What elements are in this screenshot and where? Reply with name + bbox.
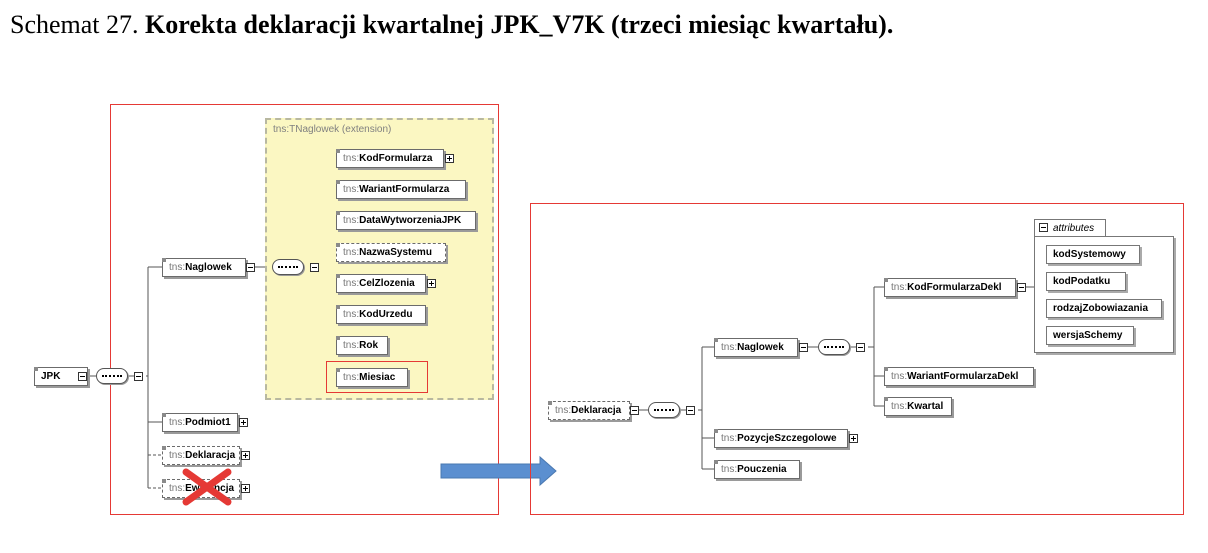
sequence-icon	[648, 402, 680, 418]
node-kodformularza[interactable]: tns:KodFormularza	[336, 149, 444, 168]
expand-icon[interactable]	[849, 434, 858, 443]
expand-icon[interactable]	[445, 154, 454, 163]
node-nazwasystemu[interactable]: tns:NazwaSystemu	[336, 243, 446, 262]
collapse-icon[interactable]	[1017, 283, 1026, 292]
left-diagram-panel	[110, 104, 499, 515]
sequence-icon	[96, 368, 128, 384]
attributes-tab: attributes	[1034, 219, 1106, 237]
node-miesiac[interactable]: tns:Miesiac	[336, 368, 408, 387]
node-datawytworzeniajpk[interactable]: tns:DataWytworzeniaJPK	[336, 211, 476, 230]
node-kodformularzadekl[interactable]: tns:KodFormularzaDekl	[884, 278, 1016, 297]
node-wariantformularza[interactable]: tns:WariantFormularza	[336, 180, 466, 199]
miesiac-highlight-box	[326, 361, 428, 393]
attribute-wersjaschemy[interactable]: wersjaSchemy	[1046, 326, 1134, 345]
node-celzlozenia[interactable]: tns:CelZlozenia	[336, 274, 426, 293]
attribute-kodsystemowy[interactable]: kodSystemowy	[1046, 245, 1140, 264]
expand-icon[interactable]	[427, 279, 436, 288]
collapse-icon[interactable]	[1039, 223, 1048, 232]
extension-label: tns:TNaglowek (extension)	[273, 124, 392, 135]
node-kodurzedu[interactable]: tns:KodUrzedu	[336, 305, 426, 324]
sequence-icon	[272, 259, 304, 275]
node-deklaracja[interactable]: tns:Deklaracja	[162, 446, 240, 465]
node-wariantformularzadekl[interactable]: tns:WariantFormularzaDekl	[884, 367, 1034, 386]
collapse-icon[interactable]	[246, 263, 255, 272]
collapse-icon[interactable]	[630, 406, 639, 415]
node-pouczenia[interactable]: tns:Pouczenia	[714, 460, 800, 479]
node-pozycjeszczegolowe[interactable]: tns:PozycjeSzczegolowe	[714, 429, 848, 448]
node-deklaracja-root[interactable]: tns:Deklaracja	[548, 401, 630, 420]
collapse-icon[interactable]	[78, 372, 87, 381]
expand-icon[interactable]	[239, 418, 248, 427]
node-naglowek[interactable]: tns:Naglowek	[162, 258, 246, 277]
collapse-icon[interactable]	[856, 343, 865, 352]
attribute-kodpodatku[interactable]: kodPodatku	[1046, 272, 1126, 291]
collapse-icon[interactable]	[134, 372, 143, 381]
collapse-icon[interactable]	[686, 406, 695, 415]
node-podmiot1[interactable]: tns:Podmiot1	[162, 413, 238, 432]
collapse-icon[interactable]	[310, 263, 319, 272]
expand-icon[interactable]	[241, 484, 250, 493]
attribute-rodzajzobowiazania[interactable]: rodzajZobowiazania	[1046, 299, 1162, 318]
node-rok[interactable]: tns:Rok	[336, 336, 388, 355]
node-jpk[interactable]: JPK	[34, 367, 88, 386]
right-diagram-panel	[530, 203, 1184, 515]
expand-icon[interactable]	[241, 451, 250, 460]
collapse-icon[interactable]	[799, 343, 808, 352]
node-kwartal[interactable]: tns:Kwartal	[884, 397, 952, 416]
node-naglowek-right[interactable]: tns:Naglowek	[714, 338, 798, 357]
sequence-icon	[818, 339, 850, 355]
page-title: Schemat 27. Korekta deklaracji kwartalne…	[10, 10, 894, 39]
